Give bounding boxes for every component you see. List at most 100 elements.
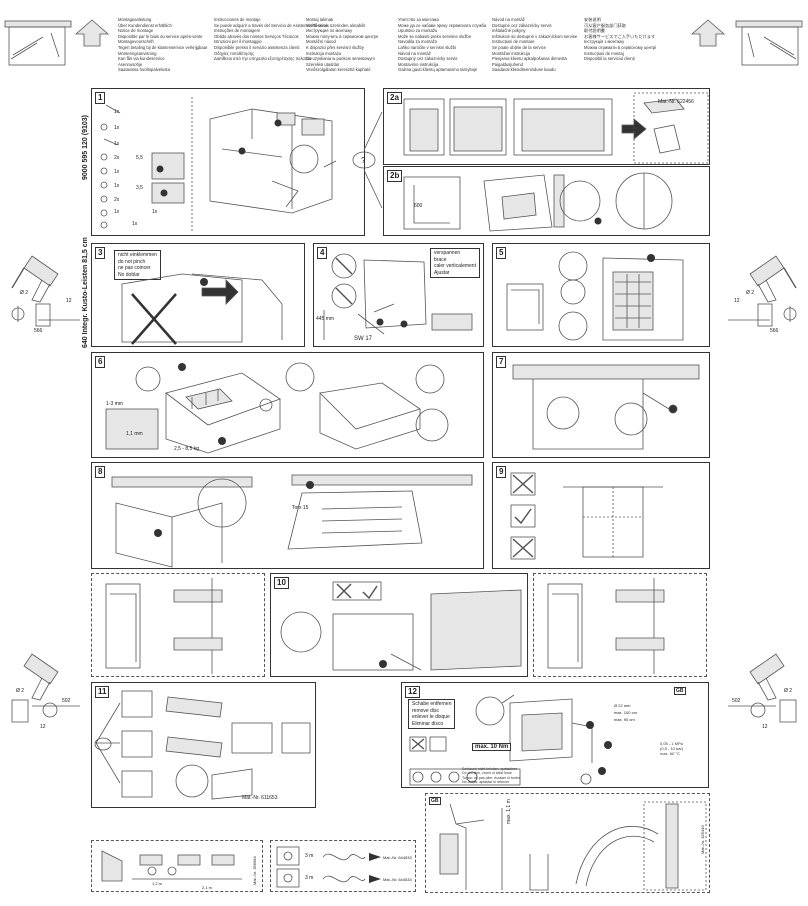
length-dim: 2,1 m — [202, 885, 213, 890]
panel-accessory-left: Mat.-Nr. 356984 1,2 m 2,1 m — [91, 840, 263, 892]
panel-number: 11 — [95, 686, 110, 698]
panel-6: 6 2,5 - 8,5 kg 1-3 mm 1,1 mm — [91, 352, 484, 458]
length-spec: max. 90 cm — [614, 717, 635, 722]
panel-12: 12 GB Schabe entfernen remove disc enlev… — [401, 682, 709, 788]
part-qty: 2x — [114, 197, 120, 203]
panel-11: 11 Mat.-Nr. 611653 — [91, 682, 316, 808]
panel-8: 8 Torx 15 — [91, 462, 484, 569]
drill-diameter: Ø 2 — [16, 688, 25, 694]
drill-height: 12 — [40, 724, 46, 730]
step-panel-right — [533, 573, 707, 677]
warning-box: verspannen brace caler verticalement Aju… — [430, 248, 480, 279]
step-panel-left — [91, 573, 265, 677]
drill-icon-left: Ø 2 12 566 — [2, 250, 82, 340]
pressure-spec: 0,05 - 1 MPa(0,5 - 10 bar)max. 60 °C — [660, 741, 684, 756]
part-qty: 1x — [132, 221, 138, 227]
drill-icon-right-lower: Ø 2 12 502 — [726, 648, 806, 738]
panel-5-illustration — [506, 251, 684, 341]
panel-2b: 2b 600 — [383, 166, 710, 236]
panel-number: 2b — [387, 170, 403, 182]
question-icon: ? — [352, 150, 376, 170]
panel-12-illustration — [409, 694, 612, 786]
screw-size: 5,5 — [136, 155, 143, 161]
height-limit: max. 1,1 m — [506, 799, 512, 824]
drill-icon-right: Ø 2 12 566 — [726, 250, 806, 340]
panel-10-illustration — [280, 581, 522, 671]
drill-diameter: Ø 2 — [20, 290, 29, 296]
material-number: Mat.-Nr. 356984 — [252, 856, 257, 885]
drill-height: 12 — [762, 724, 768, 730]
cabinet-icon-left — [3, 15, 73, 69]
drill-icon-left-lower: Ø 2 12 502 — [2, 648, 82, 738]
part-qty: 1x — [152, 209, 158, 215]
panel-6-illustration — [105, 362, 449, 454]
panel-number: 3 — [95, 247, 106, 259]
panel-number: 9 — [496, 466, 507, 478]
region-badge: GB — [674, 687, 686, 695]
distance-dim: 566 — [770, 328, 779, 334]
cable-length: 3 m — [305, 853, 314, 859]
distance-dim: 502 — [732, 698, 741, 704]
drill-height: 12 — [734, 298, 740, 304]
part-qty: 1x — [114, 183, 120, 189]
panel-5: 5 — [492, 243, 710, 347]
panel-number: 1 — [95, 92, 106, 104]
up-arrow-icon-right — [690, 18, 726, 48]
side-label: 640 Integr. Kusto-Leisten 81,5 cm — [82, 237, 89, 348]
panel-number: 7 — [496, 356, 507, 368]
question-icon — [94, 737, 112, 751]
region-badge: GB — [429, 797, 441, 805]
part-number: 9000 595 120 (9103) — [82, 115, 89, 180]
panel-gb-illustration — [439, 801, 707, 891]
drill-height: 12 — [66, 298, 72, 304]
panel-10: 10 — [270, 573, 528, 677]
panel-2a-illustration — [403, 92, 709, 164]
panel-1: 1 1x 1x 1x 2x 1x 1x 2x 1x 1x 1x 5,5 3,5 — [91, 88, 365, 236]
length-spec: max. 100 cm — [614, 710, 637, 715]
material-number: Mat.-Nr. 611653 — [242, 795, 278, 801]
panel-7-illustration — [512, 364, 700, 450]
up-arrow-icon-left — [74, 18, 110, 48]
panel-number: 12 — [405, 686, 420, 698]
panel-9-illustration — [510, 472, 663, 560]
screw-size: 3,5 — [136, 185, 143, 191]
panel-accessory-mid: 3 m 3 m Mat.-Nr. 644533 Mat.-Nr. 644534 — [270, 840, 416, 892]
panel-3: 3 nicht einklemmen do not pinch ne pas c… — [91, 243, 305, 347]
height-dim: 445 mm — [316, 316, 335, 322]
panel-3-illustration — [121, 273, 283, 345]
warning-box: Schabe entfernen remove disc enlever le … — [408, 699, 456, 730]
torque-label: max. 10 Nm — [472, 743, 512, 751]
material-number: Mat.-Nr. 644534 — [383, 877, 412, 882]
panel-4-illustration — [323, 253, 473, 340]
panel-2b-illustration — [403, 172, 673, 232]
material-number: Mat.-Nr. 425449 — [700, 825, 705, 854]
panel-11-illustration — [95, 690, 311, 800]
length-dim: 1,2 m — [152, 881, 163, 886]
cable-length: 3 m — [305, 875, 314, 881]
gap-dim: 1,1 mm — [126, 431, 143, 437]
panel-7: 7 — [492, 352, 710, 458]
panel-4: 4 verspannen brace caler verticalement A… — [313, 243, 484, 347]
panel-8-illustration — [111, 474, 473, 568]
part-qty: 1x — [114, 109, 120, 115]
warning-box: nicht einklemmen do not pinch ne pas coi… — [114, 250, 161, 281]
wrench-size: SW 17 — [354, 336, 373, 342]
part-qty: 2x — [114, 155, 120, 161]
distance-dim: 566 — [34, 328, 43, 334]
material-number: Mat.-Nr. 644533 — [383, 855, 412, 860]
panel-number: 4 — [317, 247, 328, 259]
panel-number: 5 — [496, 247, 507, 259]
panel-9: 9 — [492, 462, 710, 569]
drill-diameter: Ø 2 — [784, 688, 793, 694]
panel-1-illustration — [100, 97, 337, 233]
gap-dim: 1-3 mm — [106, 401, 123, 407]
height-dim: 600 — [414, 203, 423, 209]
part-qty: 1x — [114, 125, 120, 131]
